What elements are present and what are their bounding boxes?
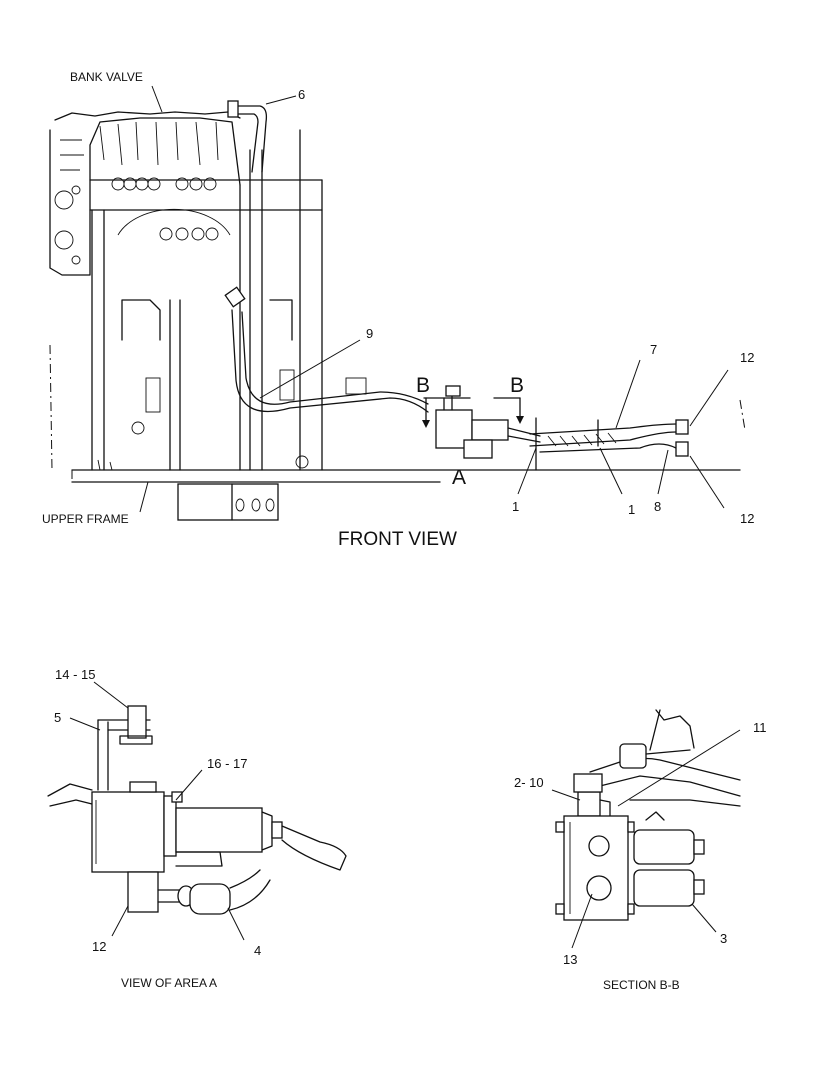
section-bb-title: SECTION B-B	[603, 978, 680, 992]
valve-assembly-a	[435, 385, 541, 459]
callout-12-top: 12	[740, 350, 754, 365]
callout-12-view-a: 12	[92, 939, 106, 954]
section-bb-drawing	[551, 709, 741, 949]
section-b-left-label: B	[416, 374, 430, 397]
callout-16-17: 16 - 17	[207, 756, 247, 771]
view-area-a-title: VIEW OF AREA A	[121, 976, 217, 990]
callout-8: 8	[654, 499, 661, 514]
fitting-row	[111, 177, 219, 241]
front-view-drawing	[49, 85, 746, 521]
callout-3: 3	[720, 931, 727, 946]
callout-1-right: 1	[628, 502, 635, 517]
callout-6: 6	[298, 87, 305, 102]
frame-structure	[49, 129, 746, 471]
callout-12-bottom: 12	[740, 511, 754, 526]
hose-9	[224, 286, 429, 413]
callout-4: 4	[254, 943, 261, 958]
area-a-label: A	[452, 466, 466, 489]
callout-5: 5	[54, 710, 61, 725]
section-b-right-label: B	[510, 374, 524, 397]
callout-9: 9	[366, 326, 373, 341]
bank-valve	[49, 111, 241, 276]
callout-2-10: 2- 10	[514, 775, 544, 790]
upper-frame-label: UPPER FRAME	[42, 512, 129, 526]
hose-7-8	[529, 417, 689, 471]
callout-14-15: 14 - 15	[55, 667, 95, 682]
bank-valve-label: BANK VALVE	[70, 70, 143, 84]
upper-frame	[71, 469, 741, 521]
callout-7: 7	[650, 342, 657, 357]
view-area-a-drawing	[47, 681, 347, 941]
callout-13: 13	[563, 952, 577, 967]
front-view-title: FRONT VIEW	[338, 529, 457, 550]
section-cut-bb	[422, 397, 524, 428]
hose-6	[227, 100, 268, 173]
front-view-leaders	[139, 85, 729, 513]
callout-11: 11	[753, 720, 767, 735]
callout-1-left: 1	[512, 499, 519, 514]
